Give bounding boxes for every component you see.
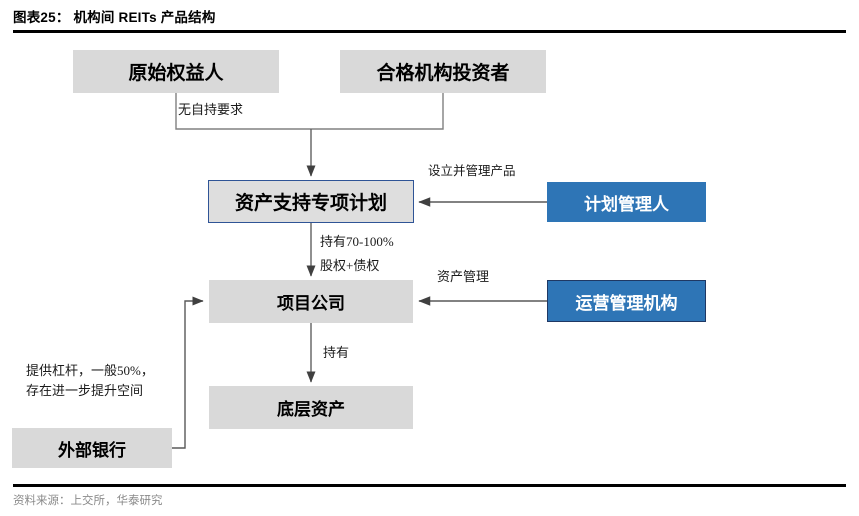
node-underlying-asset-label: 底层资产 [277, 400, 345, 419]
node-operating-management-institution[interactable]: 运营管理机构 [547, 280, 706, 322]
node-originator-label: 原始权益人 [128, 63, 224, 84]
edge-label-hold-ratio: 持有70-100% [320, 234, 394, 249]
node-project-company[interactable]: 项目公司 [209, 280, 413, 323]
page-title: 图表25： 机构间 REITs 产品结构 [13, 10, 216, 25]
node-external-bank-label: 外部银行 [58, 440, 126, 460]
edge-external-bank-to-project-company [172, 296, 204, 449]
edge-label-hold: 持有 [323, 345, 350, 360]
edge-label-equity-plus-debt: 股权+债权 [320, 258, 380, 273]
node-asset-backed-special-plan[interactable]: 资产支持专项计划 [208, 180, 414, 223]
node-underlying-asset[interactable]: 底层资产 [209, 386, 413, 429]
edge-investors-to-plan [311, 93, 444, 130]
node-project-company-label: 项目公司 [277, 294, 345, 313]
chart-header: 图表25： 机构间 REITs 产品结构 [13, 6, 846, 33]
edge-label-setup-and-manage-product: 设立并管理产品 [428, 164, 516, 178]
source-note: 资料来源：上交所，华泰研究 [13, 495, 163, 507]
node-external-bank[interactable]: 外部银行 [12, 428, 172, 468]
node-asset-backed-special-plan-label: 资产支持专项计划 [234, 193, 387, 214]
footer-divider [13, 484, 846, 487]
node-qualified-investors[interactable]: 合格机构投资者 [340, 50, 546, 93]
node-operating-management-institution-label: 运营管理机构 [575, 293, 678, 313]
node-plan-manager[interactable]: 计划管理人 [547, 182, 706, 222]
node-qualified-investors-label: 合格机构投资者 [376, 63, 510, 84]
title-divider [13, 30, 846, 33]
edge-label-no-self-holding: 无自持要求 [178, 102, 244, 117]
node-plan-manager-label: 计划管理人 [584, 194, 669, 214]
edge-label-leverage-note: 提供杠杆，一般50%，存在进一步提升空间 [26, 363, 154, 399]
node-originator[interactable]: 原始权益人 [73, 50, 279, 93]
edge-label-asset-management: 资产管理 [437, 269, 490, 284]
